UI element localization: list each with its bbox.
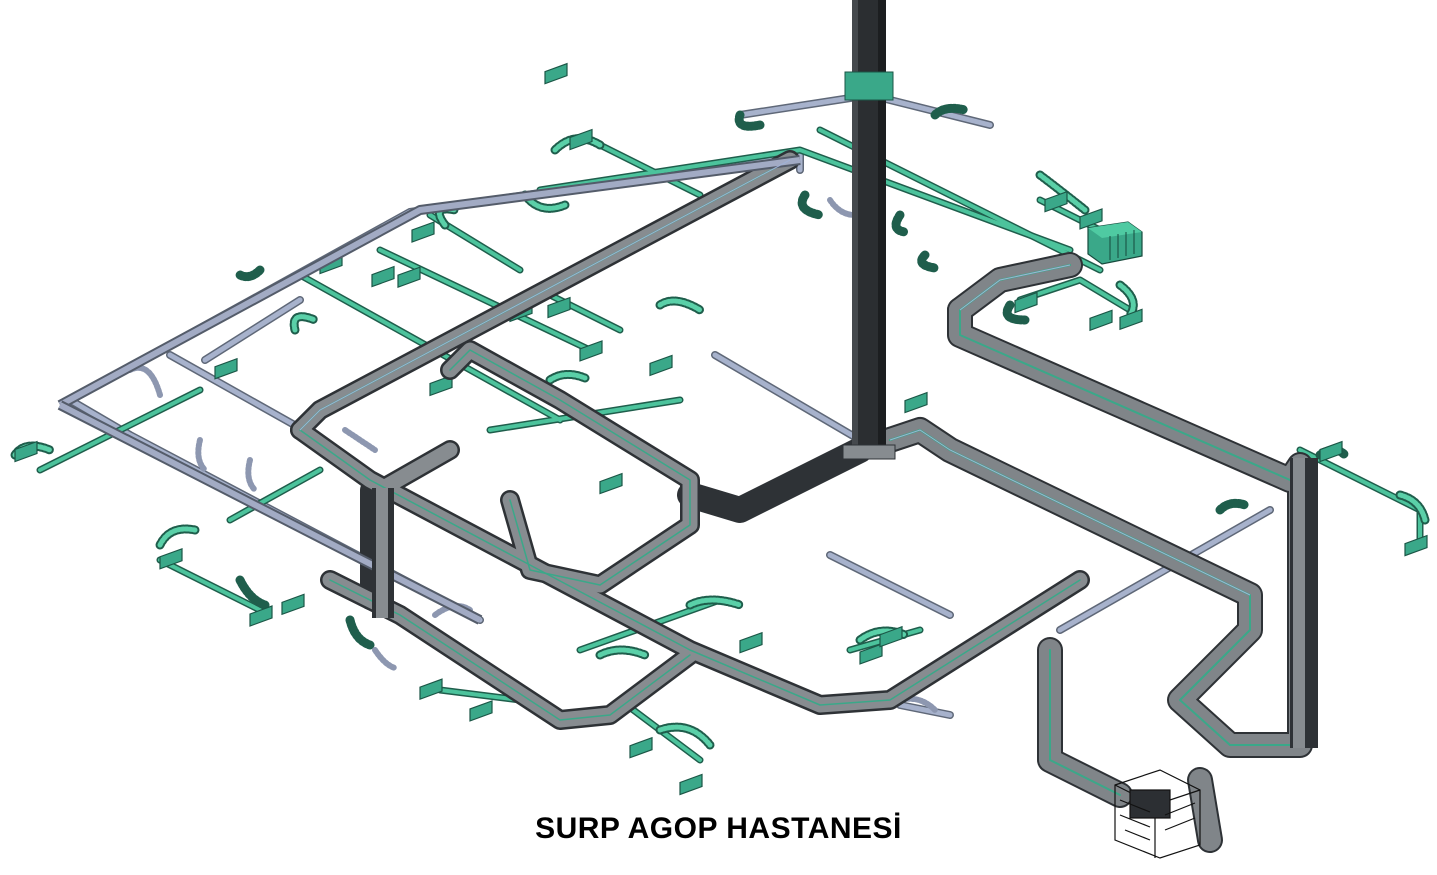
return-duct-loop — [57, 155, 801, 625]
diffusers — [14, 62, 1428, 796]
fan-coil-unit — [1087, 221, 1143, 265]
vertical-drop — [372, 458, 1318, 748]
duct-edge-highlights — [299, 159, 1251, 596]
vertical-riser — [842, 0, 896, 460]
main-ducts — [290, 150, 1313, 853]
diagram-caption: SURP AGOP HASTANESİ — [535, 812, 902, 845]
air-handling-unit — [1114, 769, 1201, 859]
